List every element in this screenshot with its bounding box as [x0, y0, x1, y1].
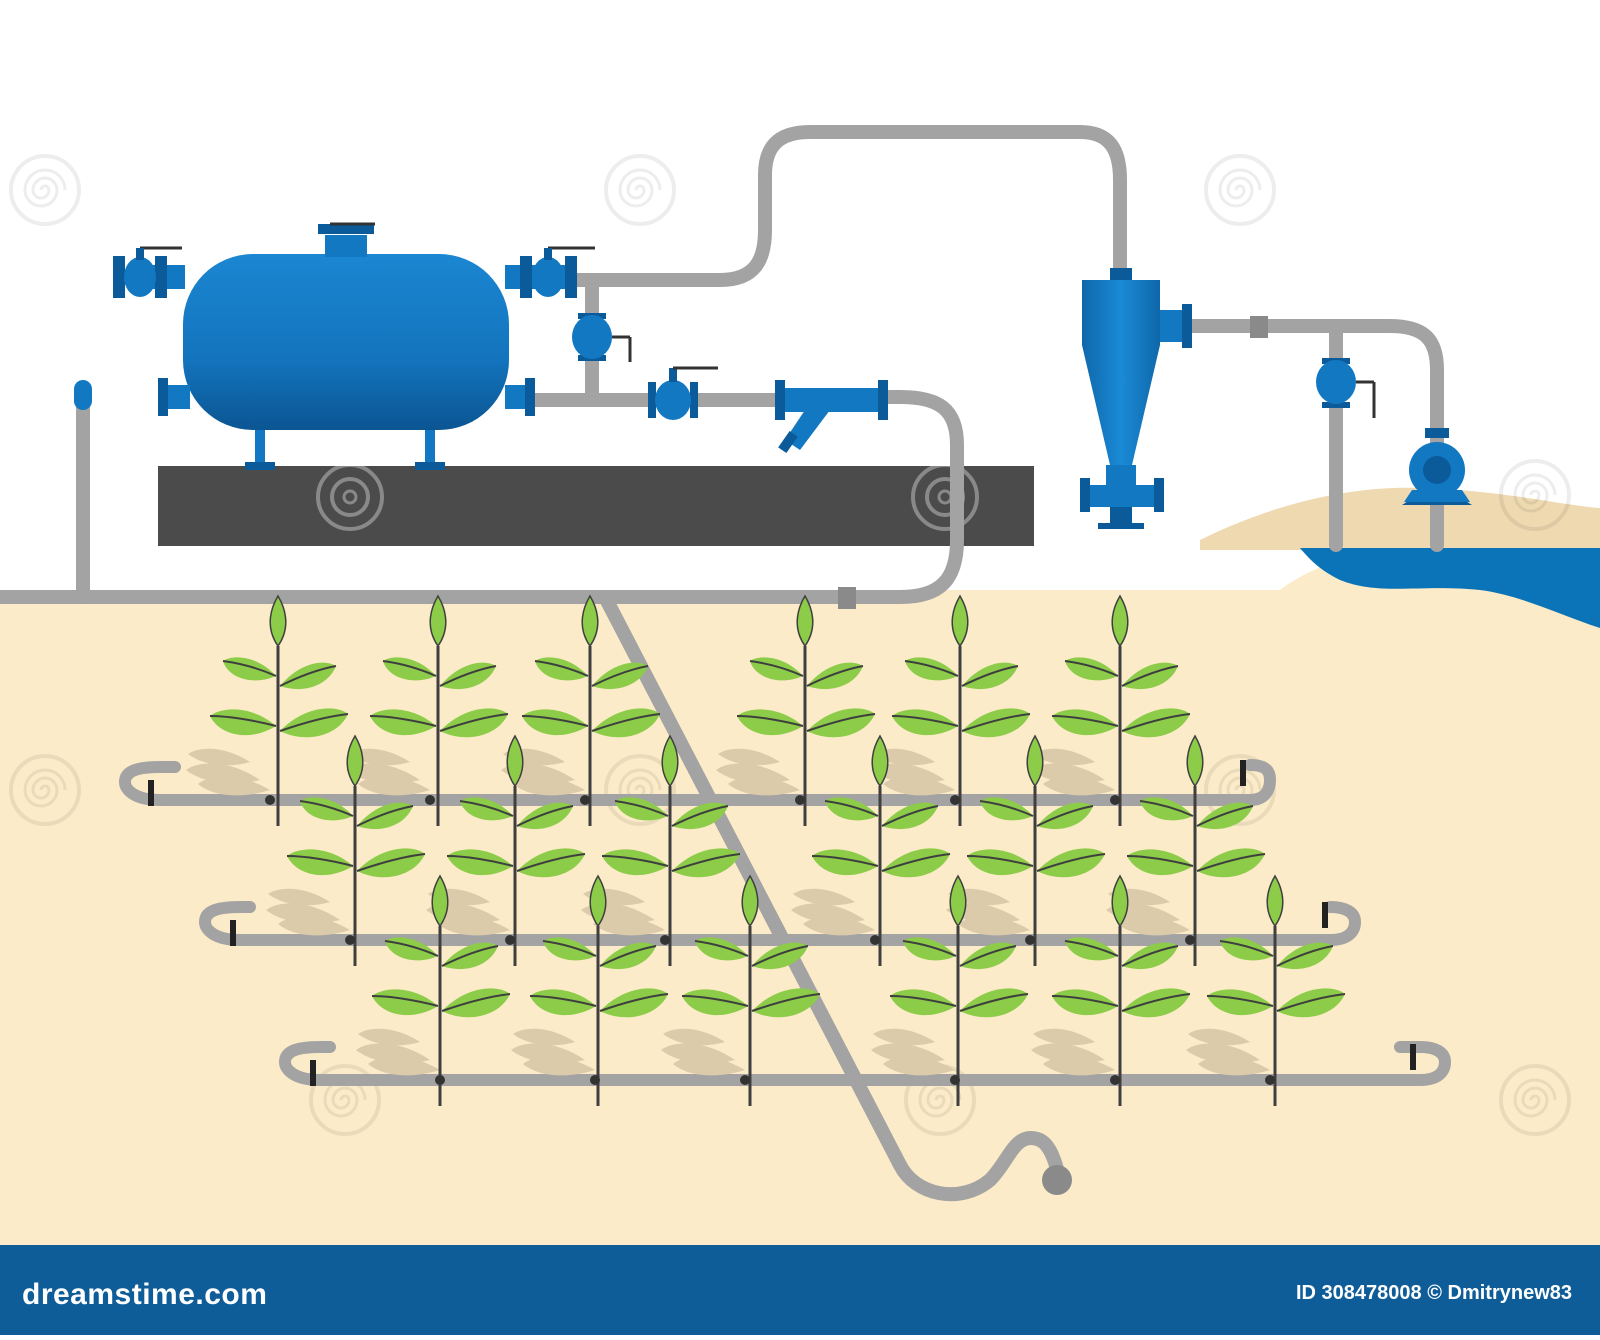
- drip-lines: [118, 759, 1452, 1086]
- image-credit: ID 308478008 © Dmitrynew83: [1295, 1282, 1572, 1304]
- valve-handle-icon: [648, 366, 718, 420]
- hydrocyclone-filter: [1080, 268, 1192, 529]
- concrete-platform: [158, 466, 1034, 546]
- valve-handle-icon: [572, 313, 632, 362]
- valve-handle-icon: [1316, 358, 1376, 418]
- pipe-network: [0, 125, 1444, 1202]
- filter-tank: [113, 222, 595, 470]
- water-pump: [1402, 428, 1472, 505]
- y-strainer: [775, 380, 888, 454]
- footer-bar: [0, 1245, 1600, 1335]
- brand-watermark[interactable]: dreamstime.com: [22, 1278, 268, 1311]
